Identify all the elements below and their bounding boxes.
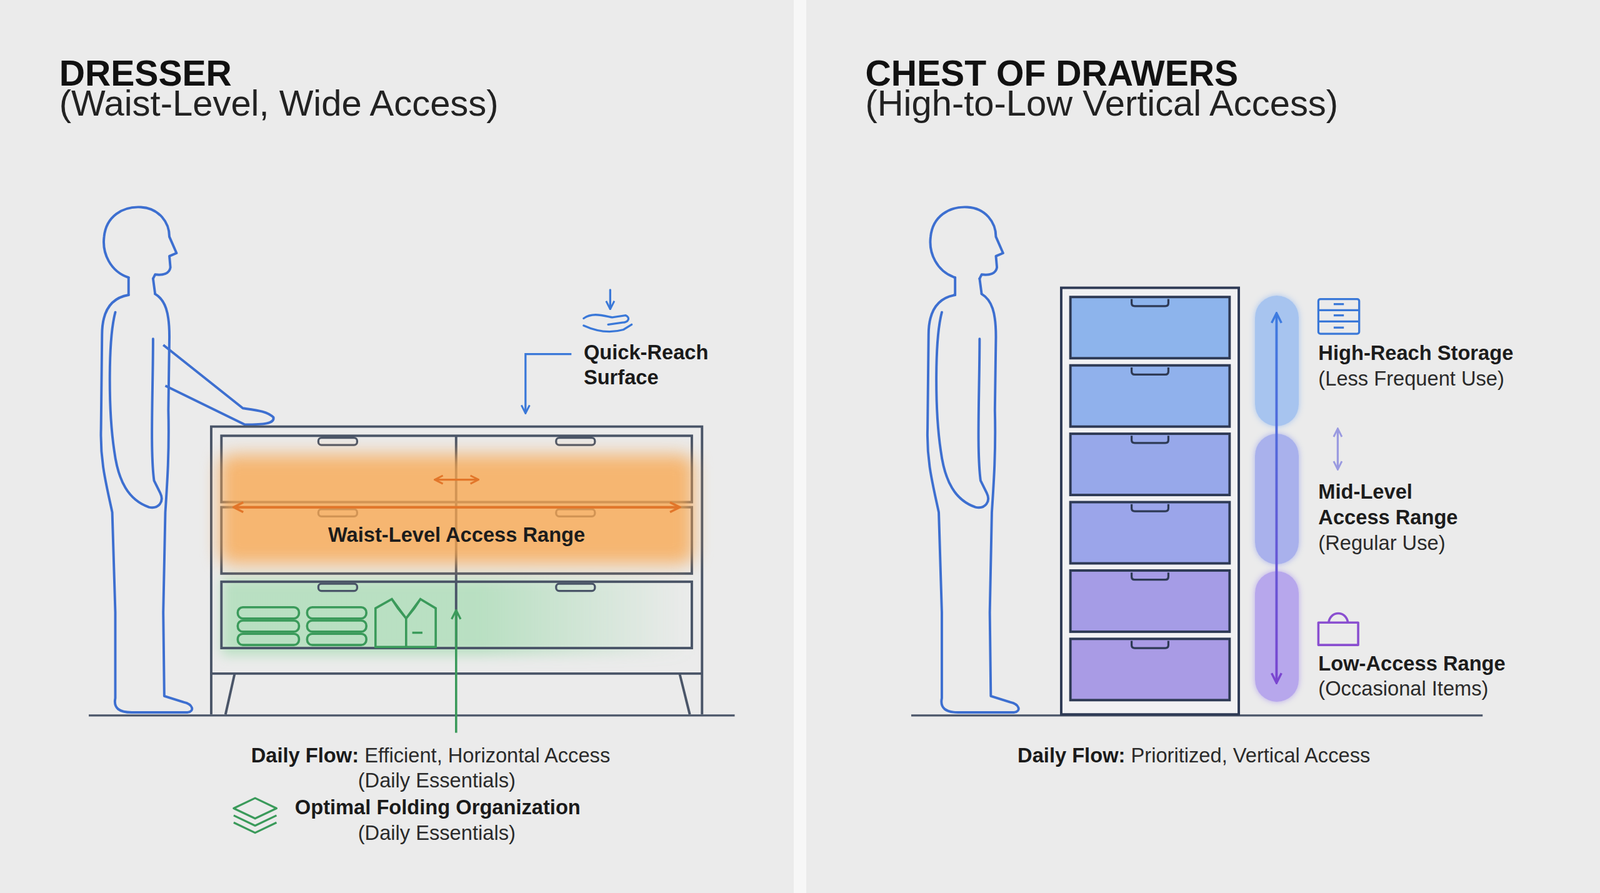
range-note: (Less Frequent Use): [1318, 366, 1505, 392]
flow-text: Efficient, Horizontal Access: [364, 743, 610, 769]
callout-label: Quick-Reach Surface: [583, 340, 728, 392]
band-glow: [219, 454, 694, 565]
range-heading: Low-Access Range: [1318, 651, 1505, 677]
range-heading: Mid-Level Access Range: [1318, 479, 1478, 531]
range-pill: Low-Access Range(Occasional Items): [1255, 571, 1299, 702]
flow-line: Daily Flow:Efficient, Horizontal Access: [251, 743, 611, 769]
range-pill: High-Reach Storage(Less Frequent Use): [1255, 295, 1299, 427]
panel-subtitle: (Waist-Level, Wide Access): [59, 82, 499, 125]
note-text: (Daily Essentials): [358, 768, 516, 794]
note-heading: Optimal Folding Organization: [295, 795, 581, 821]
range-heading: High-Reach Storage: [1318, 340, 1514, 367]
flow-heading: Daily Flow:: [1017, 743, 1125, 769]
flow-heading: Daily Flow:: [251, 743, 359, 769]
flow-line: Daily Flow:Prioritized, Vertical Access: [1017, 743, 1370, 769]
note-text: (Daily Essentials): [358, 820, 516, 847]
access-band: Waist-Level Access Range: [219, 454, 694, 565]
panel-subtitle: (High-to-Low Vertical Access): [865, 82, 1339, 125]
range-pill: Mid-Level Access Range(Regular Use): [1255, 433, 1299, 565]
range-note: (Occasional Items): [1318, 676, 1489, 702]
band-label: Waist-Level Access Range: [219, 522, 694, 549]
range-note: (Regular Use): [1318, 530, 1445, 557]
flow-text: Prioritized, Vertical Access: [1131, 743, 1371, 769]
